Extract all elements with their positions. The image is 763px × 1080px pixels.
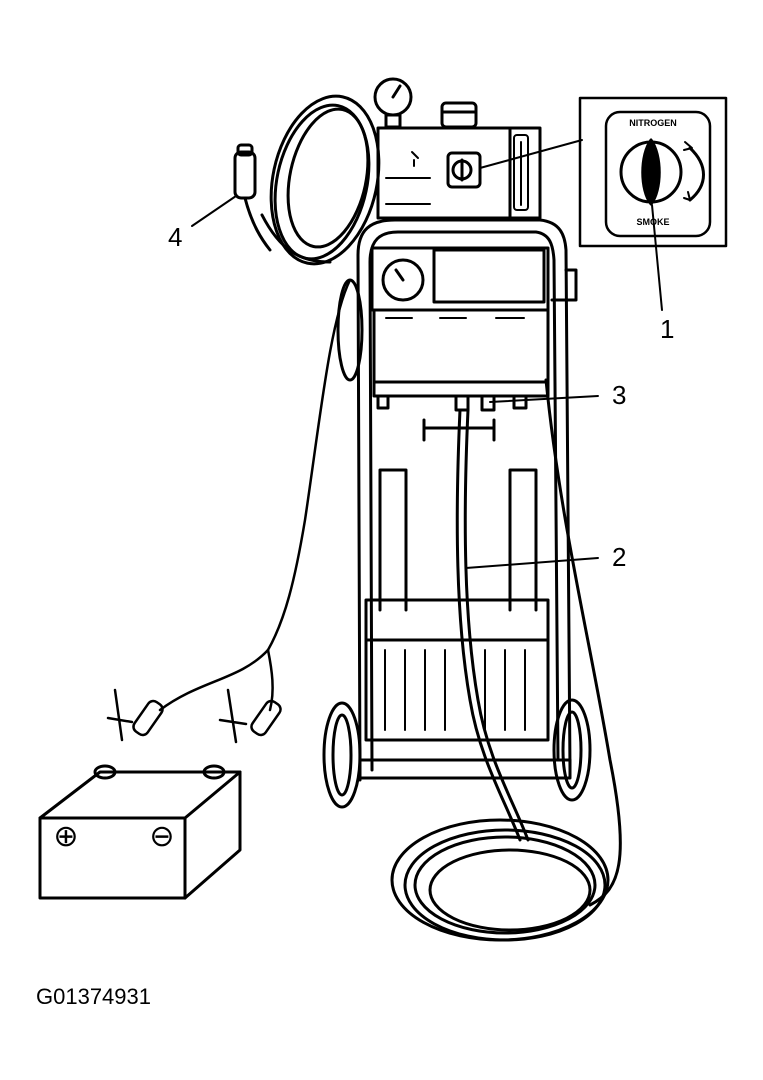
- callout-1-leader: [651, 204, 663, 311]
- positive-symbol-icon: ⊕: [53, 820, 78, 853]
- top-housing: [373, 77, 542, 220]
- battery-leads: [106, 278, 352, 744]
- callout-2-label: 2: [612, 542, 626, 572]
- coiled-cable: [260, 94, 381, 266]
- callout-4-leader: [191, 195, 237, 227]
- callout-1-label: 1: [660, 314, 674, 344]
- negative-symbol-icon: ⊖: [149, 820, 174, 853]
- right-wheel: [552, 698, 592, 802]
- positive-terminal: [93, 764, 117, 780]
- left-wheel: [322, 701, 362, 809]
- detail-leader-line: [479, 139, 583, 169]
- filler-cap: [440, 101, 478, 129]
- smoke-nozzle: [233, 143, 272, 252]
- callout-2-leader: [465, 557, 599, 569]
- positive-clamp-handle: [132, 699, 164, 737]
- figure-id: G01374931: [36, 984, 151, 1009]
- negative-terminal: [202, 764, 226, 780]
- rotation-arrow-icon: [688, 146, 705, 202]
- selector-knob-icon: [641, 138, 661, 206]
- callout-3-label: 3: [612, 380, 626, 410]
- cart-frame: [322, 218, 592, 809]
- callout-3-leader: [489, 395, 599, 403]
- selector-detail-inset: [578, 96, 728, 248]
- smoke-hose: [390, 378, 622, 942]
- callout-4-label: 4: [168, 222, 182, 252]
- negative-clamp-handle: [250, 699, 282, 737]
- battery: [38, 764, 242, 900]
- panel-gauge-icon: [381, 258, 425, 302]
- selector-top-label: NITROGEN: [629, 118, 677, 128]
